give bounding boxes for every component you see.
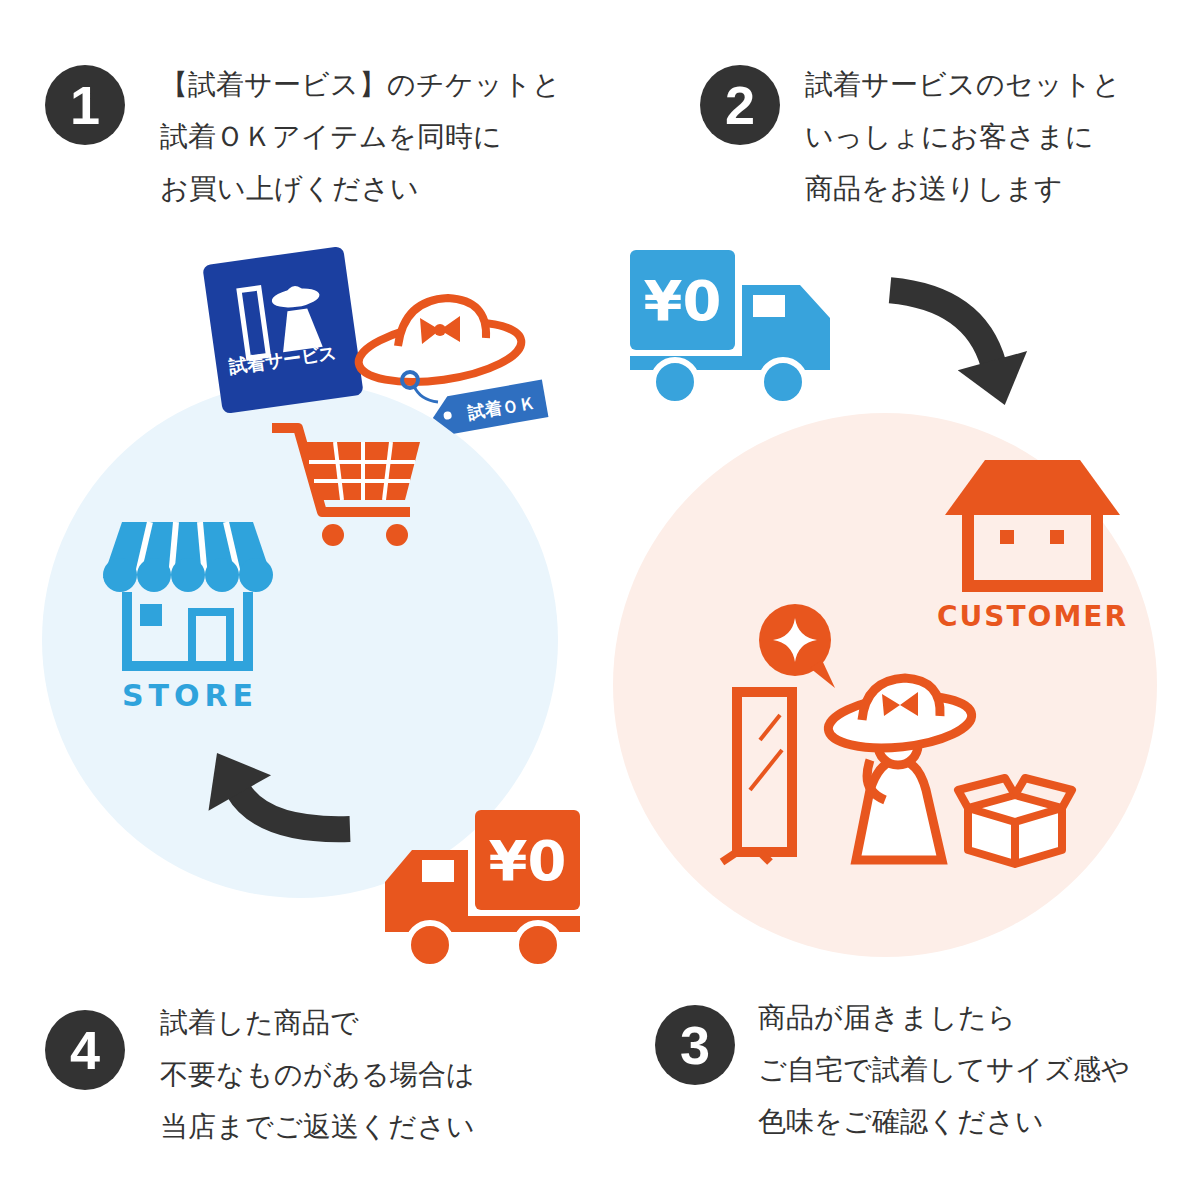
box-icon: [958, 778, 1072, 864]
label-text: STORE: [100, 678, 280, 713]
house-box: CUSTOMER: [940, 455, 1125, 640]
store-icon-part: [192, 612, 230, 666]
ticket-icon-part: [282, 284, 307, 297]
arrow-shaft: [238, 789, 350, 829]
store-box: STORE: [100, 515, 280, 715]
step-number: 4: [45, 1010, 125, 1090]
arrow-head: [958, 351, 1027, 405]
truck-icon-part: [630, 250, 735, 350]
person-icon: [826, 678, 974, 860]
mirror-icon-part: [722, 852, 737, 862]
customer-region: [613, 413, 1157, 957]
tag-icon-part: [443, 411, 452, 420]
step-badge: 1【試着サービス】のチケットと 試着ＯＫアイテムを同時に お買い上げください: [45, 65, 125, 145]
label-text: ¥0: [630, 250, 735, 350]
cart-icon-part-part: [361, 442, 365, 500]
step-number: 1: [45, 65, 125, 145]
label-text: CUSTOMER: [930, 600, 1135, 633]
store-icon-part: [140, 604, 162, 626]
box-icon-part: [968, 808, 1062, 822]
arrow-head: [208, 753, 271, 811]
box-icon-part: [1015, 778, 1072, 808]
cart-icon-part: [309, 442, 415, 500]
hat-icon-part: [414, 386, 438, 402]
truck-icon-part: [516, 923, 560, 967]
cart-icon-part: [386, 524, 408, 546]
house-icon-part: [968, 515, 1097, 586]
truck-box: ¥0: [385, 805, 580, 965]
store-icon-part: [137, 558, 171, 592]
hat-icon-part: [420, 316, 460, 344]
house-icon-part: [1000, 530, 1014, 544]
hat-icon: [355, 298, 525, 402]
step-number: 3: [655, 1005, 735, 1085]
speech-bubble-part: [773, 618, 817, 662]
cart-icon: [272, 428, 420, 546]
store-icon-part: [205, 558, 239, 592]
hat-icon-part: [434, 324, 446, 336]
person-icon-part: [856, 760, 942, 860]
person-icon-part: [862, 678, 940, 720]
step-badge: 2試着サービスのセットと いっしょにお客さまに 商品をお送りします: [700, 65, 780, 145]
label-text: 試着した商品で 不要なものがある場合は 当店までご返送ください: [160, 997, 600, 1153]
speech-bubble: [759, 604, 835, 688]
label-text: 試着ＯＫ: [446, 381, 558, 433]
truck-icon-part: [761, 360, 805, 404]
truck-icon: [385, 810, 580, 967]
truck-icon-part: [753, 295, 785, 317]
truck-box: ¥0: [630, 250, 830, 405]
label-text: 試着サービスのセットと いっしょにお客さまに 商品をお送りします: [805, 59, 1195, 215]
ticket-icon-part: [202, 246, 363, 414]
truck-icon: [630, 250, 830, 404]
mirror-icon-part: [750, 750, 782, 790]
truck-icon-part: [653, 360, 697, 404]
store-icon-part: [103, 558, 137, 592]
hat-icon-part: [402, 372, 418, 388]
hat-icon-part: [355, 313, 525, 391]
step-badge: 4試着した商品で 不要なものがある場合は 当店までご返送ください: [45, 1010, 125, 1090]
mirror-icon: [722, 692, 792, 862]
tag-label: 試着ＯＫ: [438, 383, 550, 435]
flow-arrow: [890, 290, 1027, 405]
mirror-icon-part: [760, 715, 780, 740]
cart-icon-part-part: [335, 442, 342, 500]
store-icon: [103, 522, 273, 666]
mirror-icon-part: [760, 852, 770, 862]
store-icon-part: [239, 558, 273, 592]
arrow-shaft: [890, 290, 993, 364]
truck-icon-part: [408, 923, 452, 967]
house-icon-part: [945, 460, 1120, 515]
box-icon-part: [958, 778, 1015, 808]
cart-icon-part: [322, 524, 344, 546]
person-icon-part: [867, 760, 885, 800]
house-icon: [945, 460, 1120, 586]
box-icon-part: [968, 795, 1062, 864]
truck-icon-part: [422, 860, 454, 882]
label-text: ¥0: [475, 810, 580, 910]
mirror-icon-part: [737, 692, 792, 852]
label-text: 商品が届きましたら ご自宅で試着してサイズ感や 色味をご確認ください: [758, 992, 1188, 1148]
store-icon-part: [127, 592, 248, 666]
store-icon-part: [171, 558, 205, 592]
cart-icon-part-part: [384, 442, 391, 500]
step-number: 2: [700, 65, 780, 145]
step-badge: 3商品が届きましたら ご自宅で試着してサイズ感や 色味をご確認ください: [655, 1005, 735, 1085]
truck-icon-part: [475, 810, 580, 910]
speech-bubble-part: [810, 660, 835, 688]
house-icon-part: [1050, 530, 1064, 544]
flow-arrow: [208, 753, 350, 829]
ticket-icon: [202, 246, 363, 414]
cart-icon-part: [306, 442, 420, 500]
person-icon-part: [882, 692, 918, 716]
hat-icon-part: [398, 298, 486, 346]
label-text: 【試着サービス】のチケットと 試着ＯＫアイテムを同時に お買い上げください: [160, 59, 610, 215]
box-icon-part: [1011, 822, 1019, 864]
